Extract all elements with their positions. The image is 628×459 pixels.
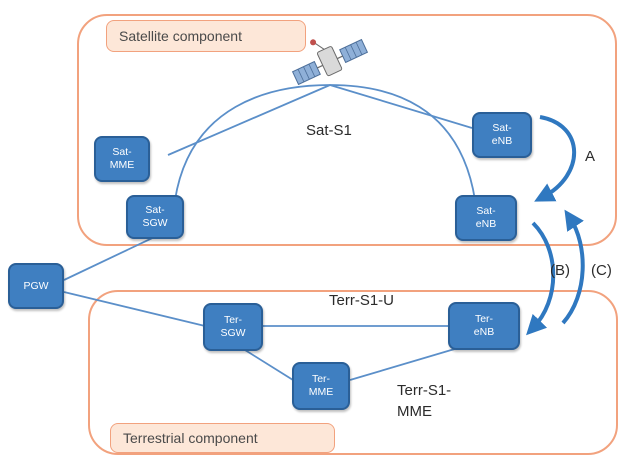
- pgw-node: PGW: [8, 263, 64, 309]
- terrestrial-component-text: Terrestrial component: [123, 430, 258, 446]
- sat-mme-line2: MME: [109, 159, 135, 171]
- sat-enb-bottom-line2: eNB: [475, 218, 497, 230]
- arrow-b-label: (B): [550, 262, 570, 279]
- sat-enb-bottom-node: Sat- eNB: [455, 195, 517, 241]
- link-ter-mme-ter-enb: [349, 347, 459, 381]
- arrow-a-label: A: [585, 148, 596, 165]
- satellite-component-text: Satellite component: [119, 28, 242, 44]
- link-ter-sgw-ter-mme: [244, 349, 294, 381]
- satellite-component-label: Satellite component: [106, 20, 306, 52]
- sat-enb-top-line1: Sat-: [492, 122, 512, 134]
- sat-sgw-node: Sat- SGW: [126, 195, 184, 239]
- link-sat-mme-satellite: [167, 84, 331, 156]
- terr-s1-mme-label-line2: MME: [397, 403, 432, 420]
- terrestrial-component-label: Terrestrial component: [110, 423, 335, 453]
- sat-s1-arc: [174, 84, 476, 201]
- terr-s1-u-label: Terr-S1-U: [329, 292, 395, 309]
- terrestrial-component-region: [88, 290, 618, 455]
- terr-s1-mme-label-line1: Terr-S1-: [397, 382, 452, 399]
- ter-mme-node: Ter- MME: [292, 362, 350, 410]
- arrow-a: [534, 115, 577, 202]
- link-pgw-sat-sgw: [63, 231, 166, 281]
- sat-sgw-line1: Sat-: [145, 204, 165, 216]
- arrow-b: [526, 221, 556, 336]
- ter-enb-line2: eNB: [473, 326, 495, 338]
- sat-sgw-line2: SGW: [142, 217, 168, 229]
- link-pgw-ter-sgw: [63, 291, 206, 327]
- pgw-line1: PGW: [23, 279, 49, 292]
- ter-enb-node: Ter- eNB: [448, 302, 520, 350]
- arrow-c: [561, 209, 585, 325]
- ter-sgw-node: Ter- SGW: [203, 303, 263, 351]
- ter-enb-line1: Ter-: [474, 313, 494, 325]
- satellite-icon: [291, 38, 369, 86]
- arrow-c-label: (C): [591, 262, 612, 279]
- ter-mme-line1: Ter-: [311, 373, 331, 385]
- sat-enb-top-node: Sat- eNB: [472, 112, 532, 158]
- sat-mme-node: Sat- MME: [94, 136, 150, 182]
- ter-mme-line2: MME: [308, 386, 334, 398]
- sat-s1-label: Sat-S1: [306, 122, 352, 139]
- ter-sgw-line1: Ter-: [223, 314, 243, 326]
- satellite-component-region: [77, 14, 617, 246]
- ter-sgw-line2: SGW: [220, 327, 246, 339]
- link-satellite-sat-enb-top: [329, 84, 473, 129]
- sat-enb-bottom-line1: Sat-: [476, 205, 496, 217]
- sat-enb-top-line2: eNB: [491, 135, 513, 147]
- sat-mme-line1: Sat-: [112, 146, 132, 158]
